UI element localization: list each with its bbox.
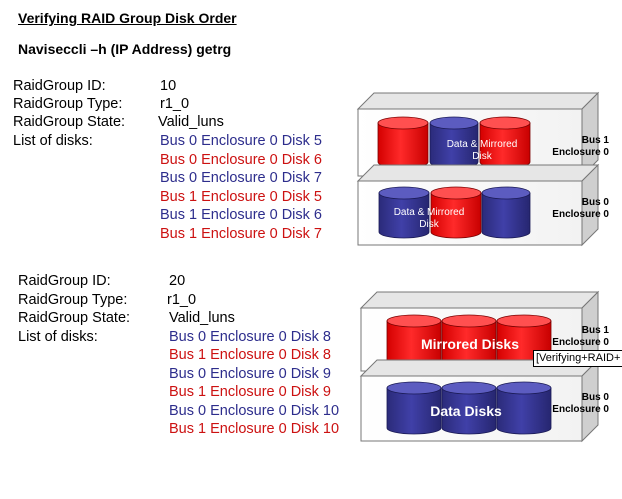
enclosure-bus0-group1: Data & Mirrored Disk Bus 0 Enclosure 0 [356, 163, 610, 247]
disk-list-item: Bus 0 Enclosure 0 Disk 8 [169, 329, 331, 345]
disk-list-item: Bus 0 Enclosure 0 Disk 5 [160, 133, 322, 149]
enclosure-bus0-group2: Data Disks Bus 0 Enclosure 0 [359, 358, 610, 443]
raidgroup-state-value: Valid_luns [158, 114, 224, 130]
raidgroup-type-value: r1_0 [160, 96, 190, 112]
disk-icon [377, 116, 429, 169]
bus-label: Bus 0 [582, 197, 610, 208]
disk-group-label: Data Disks [430, 403, 502, 419]
disk-list-item: Bus 1 Enclosure 0 Disk 6 [160, 207, 322, 223]
disk-list-item: Bus 1 Enclosure 0 Disk 10 [169, 421, 340, 437]
command-line: Naviseccli –h (IP Address) getrg [18, 41, 232, 57]
disk-group-label: Disk [419, 219, 439, 230]
hover-tooltip: [Verifying+RAID+ [533, 350, 622, 367]
bus-label: Bus 1 [582, 325, 610, 336]
disk-list-item: Bus 1 Enclosure 0 Disk 9 [169, 384, 331, 400]
raidgroup-id-value: 10 [160, 78, 177, 94]
raidgroup-type-value: r1_0 [167, 292, 197, 308]
disk-list-item: Bus 0 Enclosure 0 Disk 9 [169, 366, 331, 382]
page-title: Verifying RAID Group Disk Order [18, 10, 237, 26]
enclosure-label: Enclosure 0 [552, 209, 609, 220]
disk-list-label: List of disks: [13, 133, 93, 149]
enclosure-label: Enclosure 0 [552, 337, 609, 348]
raidgroup-id-label: RaidGroup ID: [13, 78, 106, 94]
disk-icon [429, 116, 479, 169]
raidgroup-type-label: RaidGroup Type: [13, 96, 123, 112]
disk-icon [441, 381, 497, 435]
disk-list-item: Bus 1 Enclosure 0 Disk 8 [169, 347, 331, 363]
enclosure-bus1-group1: Data & Mirrored Disk Bus 1 Enclosure 0 [356, 91, 610, 178]
bus-label: Bus 0 [582, 392, 610, 403]
raidgroup-state-label: RaidGroup State: [13, 114, 126, 130]
disk-icon [481, 186, 531, 239]
disk-list-item: Bus 0 Enclosure 0 Disk 6 [160, 152, 322, 168]
disk-group-label: Disk [472, 151, 492, 162]
disk-icon [386, 381, 442, 435]
disk-list-item: Bus 0 Enclosure 0 Disk 10 [169, 403, 340, 419]
disk-list-item: Bus 1 Enclosure 0 Disk 5 [160, 189, 322, 205]
disk-group-label: Data & Mirrored [447, 139, 518, 150]
raidgroup-state-value: Valid_luns [169, 310, 235, 326]
raidgroup-state-label: RaidGroup State: [18, 310, 131, 326]
raidgroup-id-label: RaidGroup ID: [18, 273, 111, 289]
raidgroup-type-label: RaidGroup Type: [18, 292, 128, 308]
disk-icon [479, 116, 531, 169]
disk-icon [496, 381, 552, 435]
disk-icon [378, 186, 430, 239]
enclosure-label: Enclosure 0 [552, 147, 609, 158]
disk-list-item: Bus 0 Enclosure 0 Disk 7 [160, 170, 322, 186]
disk-icon [430, 186, 482, 239]
disk-group-label: Data & Mirrored [394, 207, 465, 218]
enclosure-label: Enclosure 0 [552, 404, 609, 415]
disk-group-label: Mirrored Disks [421, 336, 519, 352]
raidgroup-id-value: 20 [169, 273, 186, 289]
disk-list-label: List of disks: [18, 329, 98, 345]
disk-list-item: Bus 1 Enclosure 0 Disk 7 [160, 226, 322, 242]
bus-label: Bus 1 [582, 135, 610, 146]
